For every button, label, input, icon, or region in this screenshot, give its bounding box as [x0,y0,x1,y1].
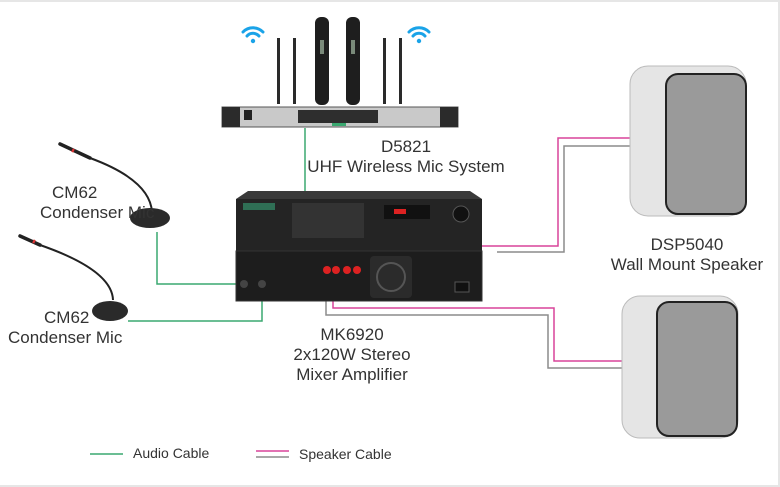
legend-speaker-cable: Speaker Cable [299,446,392,462]
speaker-cable-2-neg [325,300,624,369]
wall-speaker-2 [621,295,739,439]
antenna [383,38,386,104]
mic2-model: CM62 [44,308,90,327]
antenna [277,38,280,104]
wifi-icon [241,26,265,44]
wireless-model: D5821 [380,137,432,156]
wireless-receiver-device [221,17,459,128]
wall-speaker-1 [629,65,747,217]
amplifier-type: Mixer Amplifier [296,365,408,384]
speaker-cable-1-neg [497,145,632,253]
handheld-mic [346,17,360,105]
antenna [399,38,402,104]
speaker-name: Wall Mount Speaker [610,255,764,274]
mic2-label: CM62 Condenser Mic [8,308,128,348]
mic2-name: Condenser Mic [8,328,123,347]
wifi-icon [407,26,431,44]
wireless-label: D5821 UHF Wireless Mic System [306,137,506,177]
speaker-model: DSP5040 [650,235,724,254]
speaker-label: DSP5040 Wall Mount Speaker [592,235,780,275]
mic1-model: CM62 [52,183,98,202]
gooseneck-mic-2 [18,234,128,321]
audio-cable-mic1-to-amp [156,232,244,285]
gooseneck-mic-1 [58,142,170,228]
mic1-label: CM62 Condenser Mic [40,183,160,223]
antenna [293,38,296,104]
amplifier-label: MK6920 2x120W Stereo Mixer Amplifier [272,325,432,385]
audio-cable-mic2-to-amp [128,298,263,322]
amplifier-model: MK6920 [320,325,384,344]
wireless-name: UHF Wireless Mic System [307,157,505,176]
legend-audio-cable: Audio Cable [133,445,210,461]
amplifier-spec: 2x120W Stereo [293,345,411,364]
mic1-name: Condenser Mic [40,203,155,222]
handheld-mic [315,17,329,105]
mixer-amplifier-device [235,191,483,302]
